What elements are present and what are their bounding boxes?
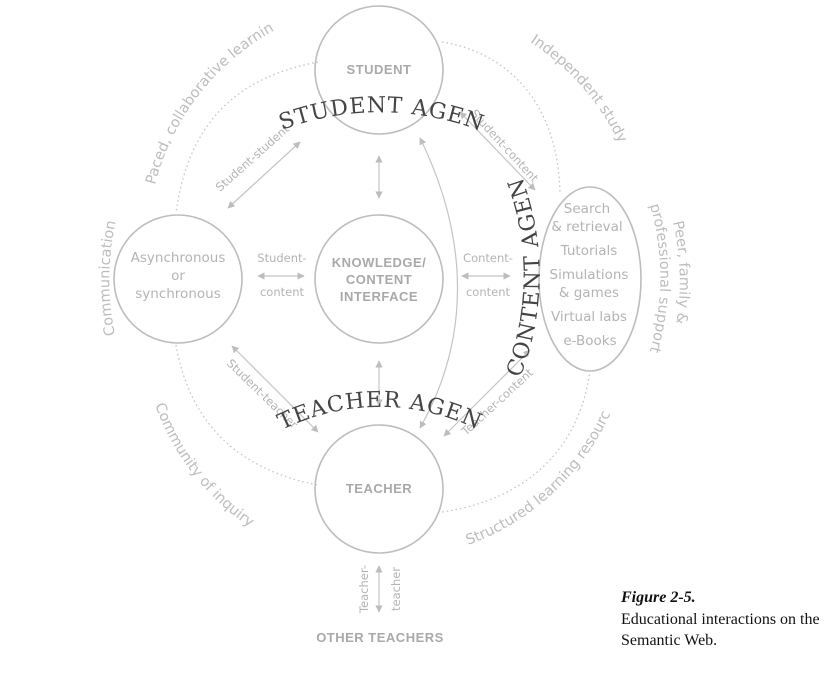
content-item-3: Tutorials	[560, 243, 618, 259]
content-item-5: & games	[559, 285, 619, 301]
arc-independent-study: Independent study	[528, 32, 630, 146]
arc-paced-learning: Paced, collaborative learning	[0, 0, 276, 186]
link-teacher-teacher-2: teacher	[389, 567, 403, 611]
link-student-content-mid-2: content	[260, 285, 305, 299]
student-node	[314, 5, 444, 135]
knowledge-label-3: INTERFACE	[340, 289, 418, 304]
teacher-node	[314, 424, 444, 554]
async-label-3: synchronous	[135, 286, 220, 302]
arc-community-of-inquiry: Community of inquiry	[151, 401, 257, 531]
content-item-7: e-Books	[563, 333, 616, 349]
async-node	[113, 214, 243, 344]
knowledge-label-1: KNOWLEDGE/	[332, 255, 427, 270]
arrow-student-content-top	[459, 111, 536, 191]
link-student-student: Student-student	[213, 121, 293, 194]
arrow-teacher-content	[443, 349, 531, 437]
link-content-content-2: content	[466, 285, 511, 299]
figure-number: Figure 2-5.	[621, 589, 696, 606]
link-student-content-mid-1: Student-	[257, 251, 306, 265]
arrow-student-student	[227, 141, 301, 209]
arrow-student-teacher	[231, 345, 319, 433]
async-label-1: Asynchronous	[131, 250, 226, 266]
student-label: STUDENT	[347, 62, 412, 77]
knowledge-label-2: CONTENT	[346, 272, 412, 287]
outer-dotted-ring	[175, 41, 591, 513]
content-resources-node	[538, 186, 642, 372]
arrow-student-teacher-curve	[419, 137, 459, 429]
async-label-2: or	[171, 268, 185, 284]
figure-description: Educational interactions on the Semantic…	[621, 610, 820, 650]
content-agents-label: CONTENT AGENTS	[0, 0, 546, 380]
link-teacher-teacher-1: Teacher-	[357, 565, 371, 614]
arc-peer-support-1: Peer, family &	[669, 219, 692, 325]
student-agents-label: STUDENT AGENTS	[0, 0, 488, 137]
figure-caption: Figure 2-5. Educational interactions on …	[621, 587, 821, 652]
arc-communication: Communication	[97, 219, 119, 337]
content-item-1: Search	[564, 201, 610, 217]
content-item-4: Simulations	[550, 267, 629, 283]
arc-peer-support-2: professional support	[646, 202, 673, 355]
other-teachers-label: OTHER TEACHERS	[316, 630, 444, 645]
content-item-6: Virtual labs	[551, 309, 627, 325]
teacher-label: TEACHER	[346, 481, 412, 496]
knowledge-node	[314, 214, 444, 344]
content-item-2: & retrieval	[551, 219, 622, 235]
link-content-content-1: Content-	[463, 251, 513, 265]
